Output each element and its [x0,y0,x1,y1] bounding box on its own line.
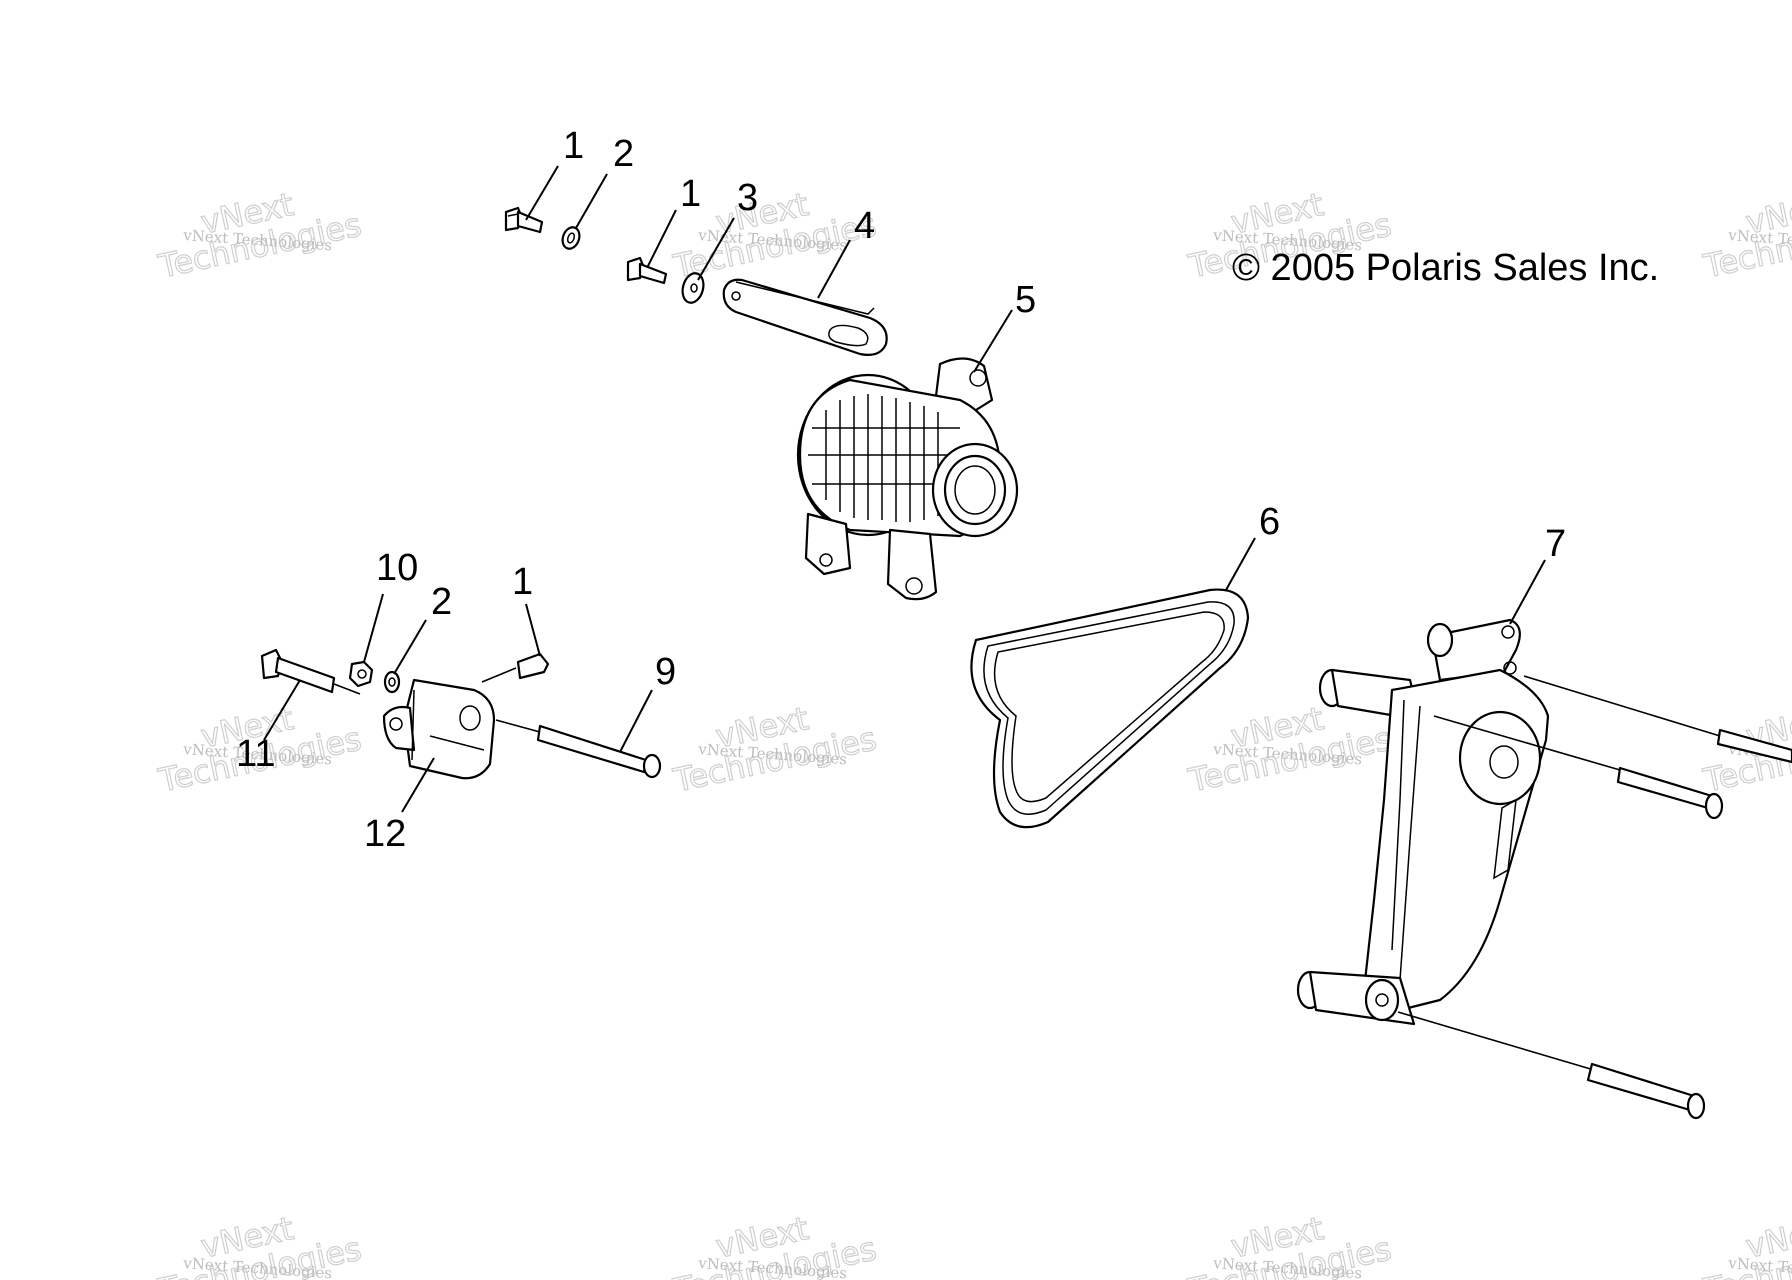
callout-c2b: 2 [431,581,452,623]
callout-c2a: 2 [613,133,634,175]
part-drive-belt-6 [970,588,1250,829]
part-bolt-1-lower [481,652,550,683]
leader-line-c10 [363,593,384,663]
callout-c1b: 1 [680,173,701,215]
callout-c5: 5 [1015,279,1036,321]
part-bolt-9 [495,719,662,779]
leader-line-c4 [817,239,851,299]
leader-line-c9 [619,689,653,753]
leader-line-c1c [525,603,541,657]
callout-c11: 11 [236,733,275,775]
callout-c9: 9 [655,651,676,693]
callout-c1c: 1 [512,561,533,603]
part-alternator-5 [796,357,1019,601]
watermark-tile: Technologies vNext [669,699,880,801]
part-bolt-1-top-left [504,206,544,234]
leader-line-c2a [575,173,608,229]
callout-c7: 7 [1545,523,1566,565]
callout-c3: 3 [737,177,758,219]
leader-line-c3 [697,217,735,281]
part-mounting-bracket-7 [1296,618,1792,1120]
part-bolt-11 [260,648,361,695]
leader-lines [263,165,1546,813]
callout-c1a: 1 [563,125,584,167]
part-tensioner-12 [382,678,496,780]
part-washer-2-top [561,226,581,250]
callout-c6: 6 [1259,501,1280,543]
callout-numbers: 1 2 1 3 4 5 6 7 10 2 1 9 11 12 [236,125,1566,855]
leader-line-c1a [525,165,559,221]
part-washer-3 [681,272,705,304]
leader-line-c1b [647,209,677,267]
part-washer-2-lower [383,670,401,694]
copyright-notice: © 2005 Polaris Sales Inc. [1232,247,1659,289]
leader-line-c2b [393,619,427,675]
callout-c10: 10 [376,547,418,589]
alternator-cooling-slots [808,394,968,522]
leader-line-c6 [1225,537,1256,591]
leader-line-c11 [263,679,301,741]
callout-c12: 12 [364,813,406,855]
leader-line-c12 [401,757,435,813]
leader-line-c5 [973,309,1013,373]
leader-line-c7 [1509,559,1546,625]
callout-c4: 4 [854,205,875,247]
part-bolt-1-second [626,256,668,285]
watermark-tile: Technologies vNext [154,185,365,287]
part-nut-10 [348,660,374,688]
part-adjuster-bracket-4 [722,278,888,356]
